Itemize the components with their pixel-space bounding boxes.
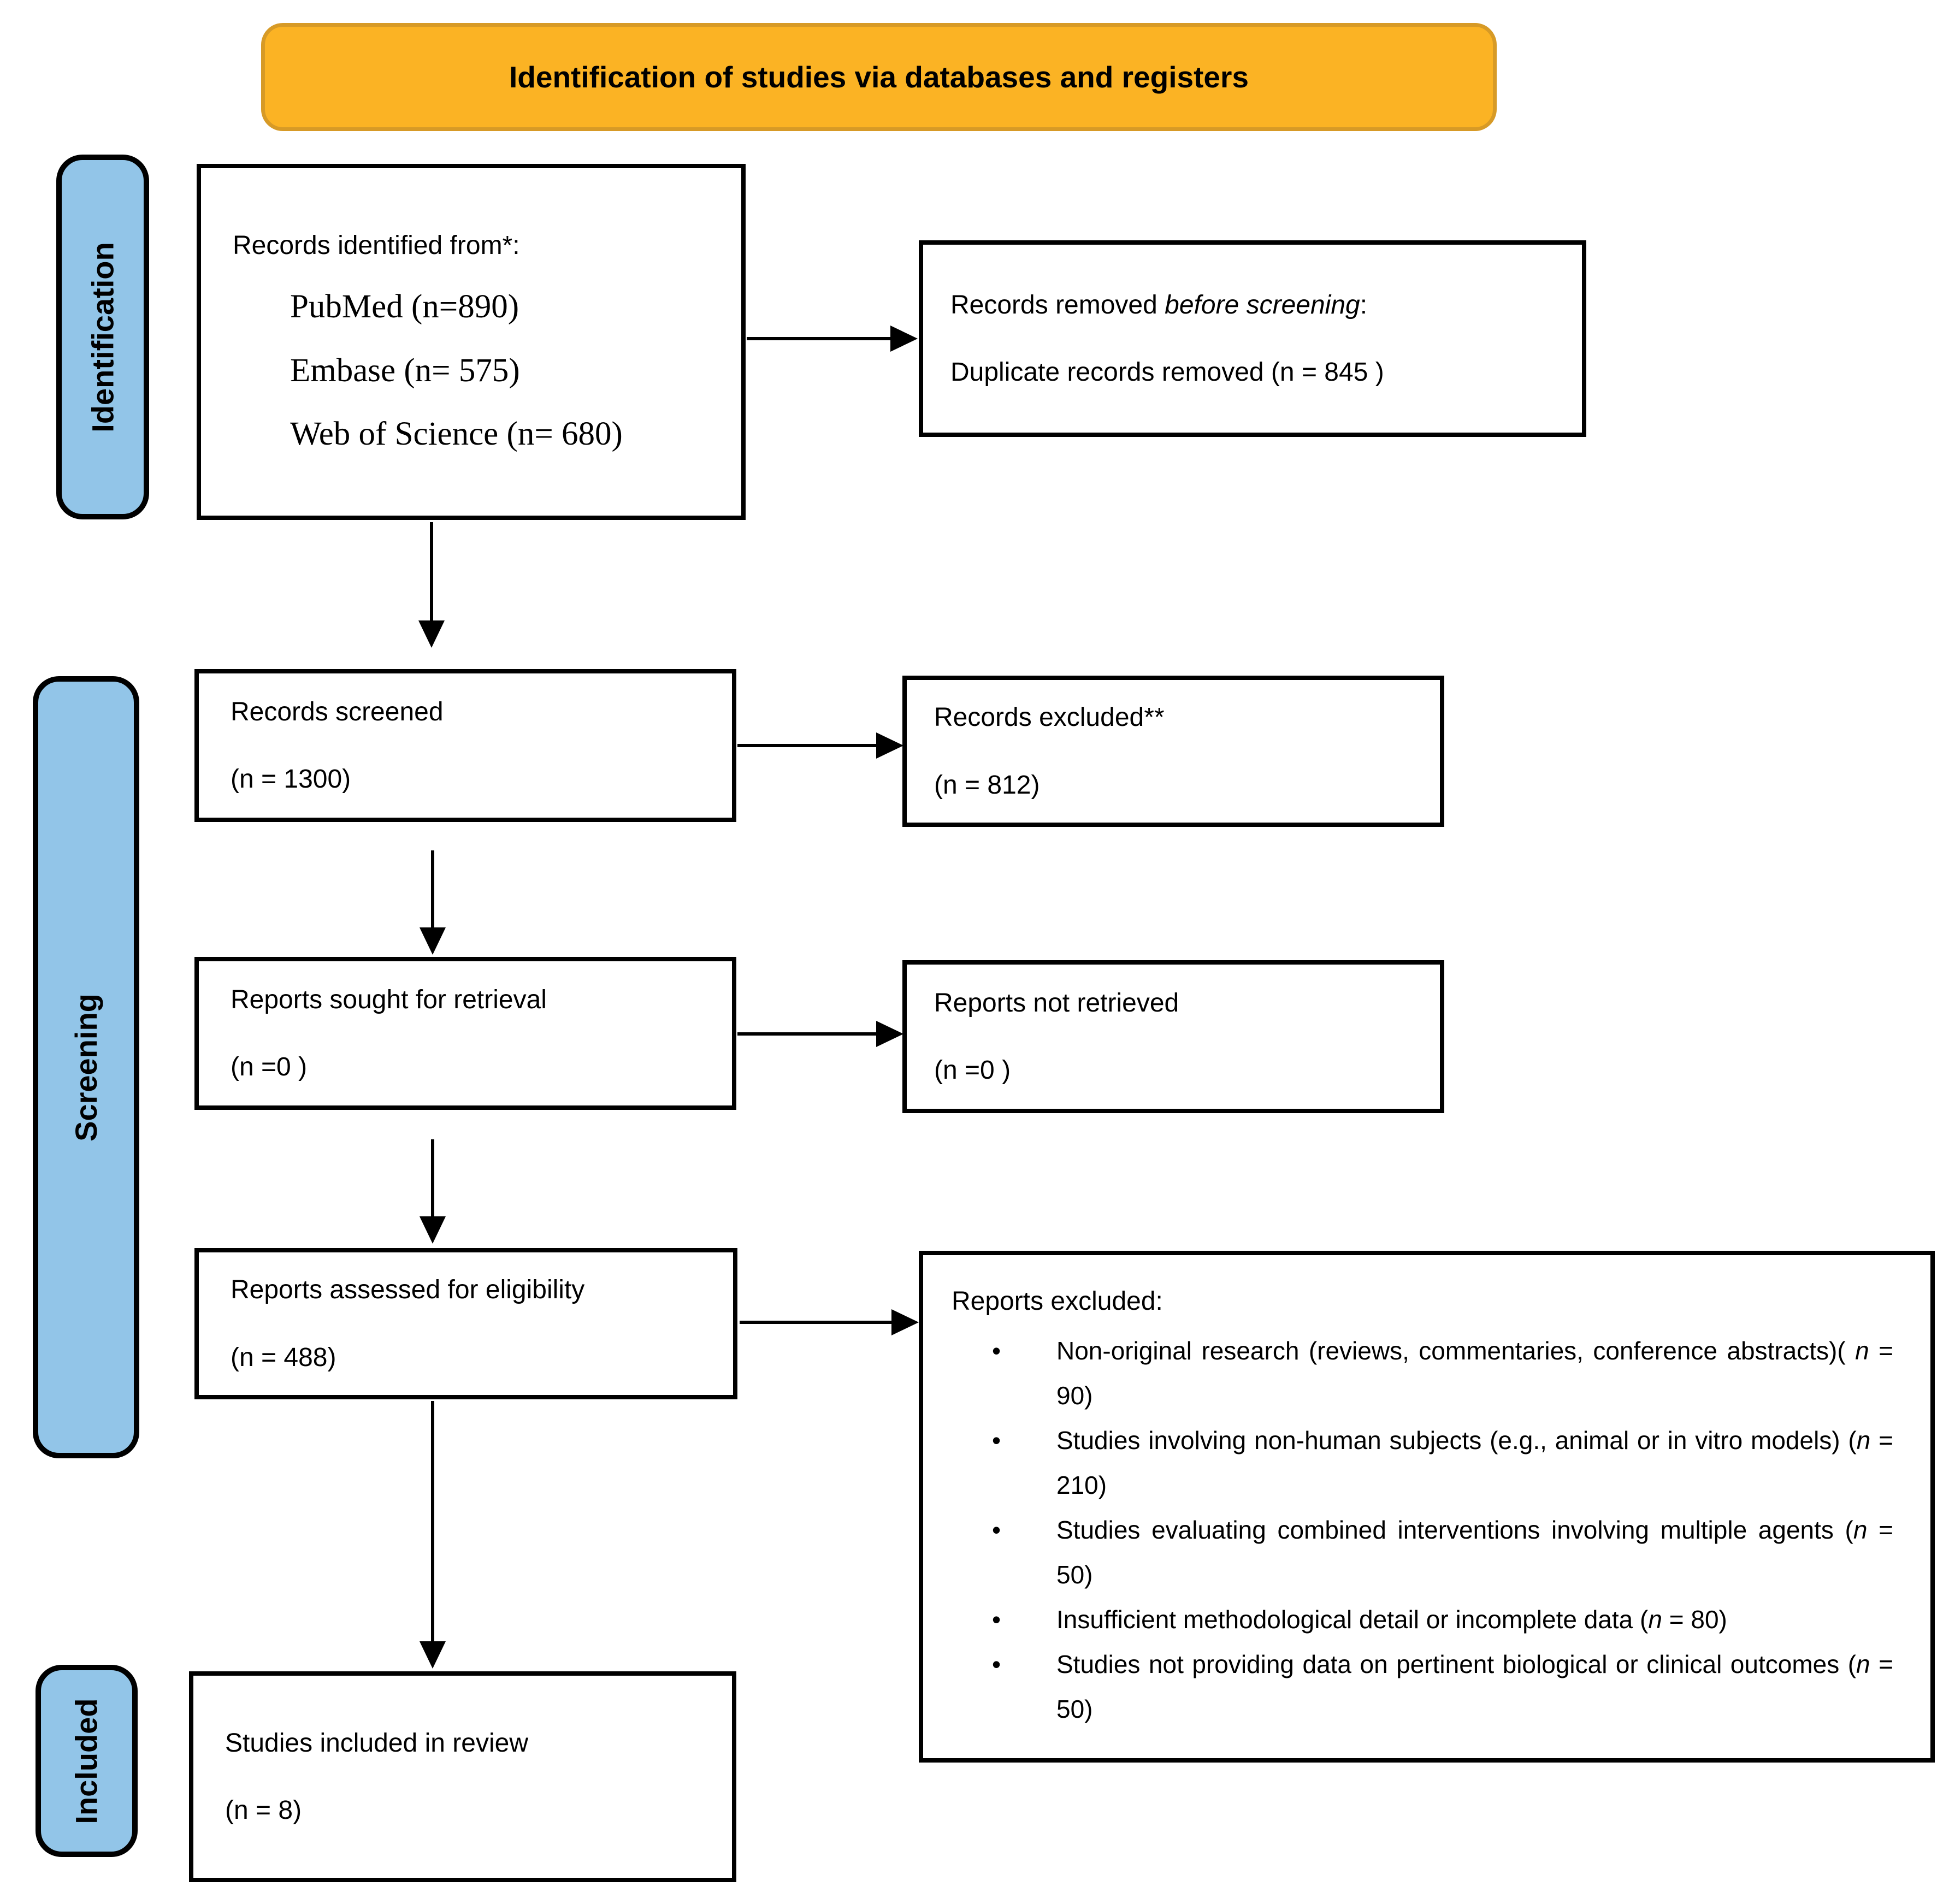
exclusion-reason-item: • Studies not providing data on pertinent… <box>992 1642 1893 1731</box>
exclusion-reason-count: = 80) <box>1662 1605 1727 1634</box>
exclusion-reason-text: Studies involving non-human subjects (e.… <box>1056 1426 1857 1454</box>
records-removed-line2: Duplicate records removed (n = 845 ) <box>950 358 1384 387</box>
exclusion-reason-count: = 50) <box>1056 1516 1893 1589</box>
exclusion-reason-n: n <box>1856 1426 1871 1454</box>
exclusion-reason-count: = 90) <box>1056 1337 1893 1410</box>
exclusion-reason-item: • Studies evaluating combined interventio… <box>992 1507 1893 1597</box>
arrow-right-icon <box>891 1309 919 1335</box>
bullet-icon: • <box>992 1426 1001 1454</box>
exclusion-reason-count: = 210) <box>1056 1426 1893 1499</box>
source-embase: Embase (n= 575) <box>290 352 520 389</box>
exclusion-reason-count: = 50) <box>1056 1650 1893 1723</box>
reports-not-retrieved-line1: Reports not retrieved <box>934 988 1179 1018</box>
source-web-of-science: Web of Science (n= 680) <box>290 415 623 452</box>
reports-excluded-list: • Non-original research (reviews, comment… <box>952 1328 1893 1731</box>
reports-assessed-line1: Reports assessed for eligibility <box>231 1275 585 1305</box>
box-reports-excluded: Reports excluded: • Non-original research… <box>919 1251 1935 1763</box>
reports-excluded-header: Reports excluded: <box>952 1287 1163 1316</box>
box-records-screened: Records screened (n = 1300) <box>194 669 736 822</box>
stage-label-identification: Identification <box>56 155 149 519</box>
arrow-screened-to-sought-shaft <box>431 850 434 929</box>
studies-included-count: (n = 8) <box>225 1796 302 1825</box>
exclusion-reason-item: • Insufficient methodological detail or i… <box>992 1597 1893 1642</box>
arrow-sought-to-not-retrieved-shaft <box>737 1032 877 1036</box>
arrow-sought-to-assessed-shaft <box>431 1139 434 1217</box>
reports-assessed-count: (n = 488) <box>231 1343 336 1372</box>
records-excluded-count: (n = 812) <box>934 770 1040 800</box>
box-reports-assessed: Reports assessed for eligibility (n = 48… <box>194 1248 737 1399</box>
box-records-identified: Records identified from*: PubMed (n=890)… <box>197 164 746 520</box>
exclusion-reason-text: Studies not providing data on pertinent … <box>1056 1650 1857 1678</box>
box-reports-not-retrieved: Reports not retrieved (n =0 ) <box>902 960 1444 1113</box>
exclusion-reason-n: n <box>1856 1650 1870 1678</box>
records-identified-intro: Records identified from*: <box>233 231 520 261</box>
reports-sought-line1: Reports sought for retrieval <box>231 985 547 1014</box>
exclusion-reason-text: Non-original research (reviews, commenta… <box>1056 1337 1856 1365</box>
stage-label-identification-text: Identification <box>85 241 120 433</box>
records-screened-line1: Records screened <box>231 697 444 726</box>
box-records-excluded: Records excluded** (n = 812) <box>902 676 1444 827</box>
exclusion-reason-item: • Studies involving non-human subjects (e… <box>992 1418 1893 1507</box>
stage-label-included: Included <box>36 1665 138 1857</box>
bullet-icon: • <box>992 1605 1001 1634</box>
arrow-identified-to-screened-shaft <box>430 522 433 622</box>
stage-label-included-text: Included <box>69 1698 104 1824</box>
box-records-removed: Records removed before screening: Duplic… <box>919 240 1586 437</box>
stage-label-screening: Screening <box>33 676 139 1458</box>
records-excluded-line1: Records excluded** <box>934 703 1165 732</box>
arrow-down-icon <box>420 927 446 955</box>
arrow-identified-to-removed-shaft <box>747 337 891 340</box>
bullet-icon: • <box>992 1650 1001 1678</box>
records-identified-sources: PubMed (n=890) Embase (n= 575) Web of Sc… <box>290 288 725 453</box>
arrow-right-icon <box>890 326 918 352</box>
banner-title: Identification of studies via databases … <box>261 23 1497 131</box>
records-removed-line1-pre: Records removed <box>950 290 1165 320</box>
reports-not-retrieved-count: (n =0 ) <box>934 1056 1011 1085</box>
arrow-assessed-to-excluded-shaft <box>740 1321 893 1324</box>
bullet-icon: • <box>992 1337 1001 1365</box>
stage-label-screening-text: Screening <box>69 993 104 1142</box>
source-pubmed: PubMed (n=890) <box>290 288 519 326</box>
studies-included-line1: Studies included in review <box>225 1728 528 1758</box>
records-screened-count: (n = 1300) <box>231 765 351 794</box>
box-reports-sought: Reports sought for retrieval (n =0 ) <box>194 957 736 1110</box>
exclusion-reason-item: • Non-original research (reviews, comment… <box>992 1328 1893 1418</box>
arrow-down-icon <box>420 1641 446 1669</box>
arrow-assessed-to-included-shaft <box>431 1401 434 1642</box>
arrow-down-icon <box>420 1216 446 1244</box>
box-studies-included: Studies included in review (n = 8) <box>189 1671 736 1882</box>
exclusion-reason-text: Studies evaluating combined intervention… <box>1056 1516 1853 1544</box>
reports-sought-count: (n =0 ) <box>231 1052 308 1081</box>
banner-title-text: Identification of studies via databases … <box>509 60 1249 94</box>
arrow-down-icon <box>418 620 445 648</box>
exclusion-reason-n: n <box>1648 1605 1662 1634</box>
records-removed-line1-post: : <box>1360 290 1368 320</box>
arrow-screened-to-excluded-shaft <box>737 744 877 747</box>
arrow-right-icon <box>876 1021 903 1047</box>
records-removed-line1: Records removed before screening: <box>950 290 1566 320</box>
exclusion-reason-n: n <box>1855 1337 1869 1365</box>
exclusion-reason-n: n <box>1853 1516 1868 1544</box>
arrow-right-icon <box>876 732 903 759</box>
records-removed-line1-italic: before screening <box>1165 290 1360 320</box>
exclusion-reason-text: Insufficient methodological detail or in… <box>1056 1605 1649 1634</box>
bullet-icon: • <box>992 1516 1001 1544</box>
